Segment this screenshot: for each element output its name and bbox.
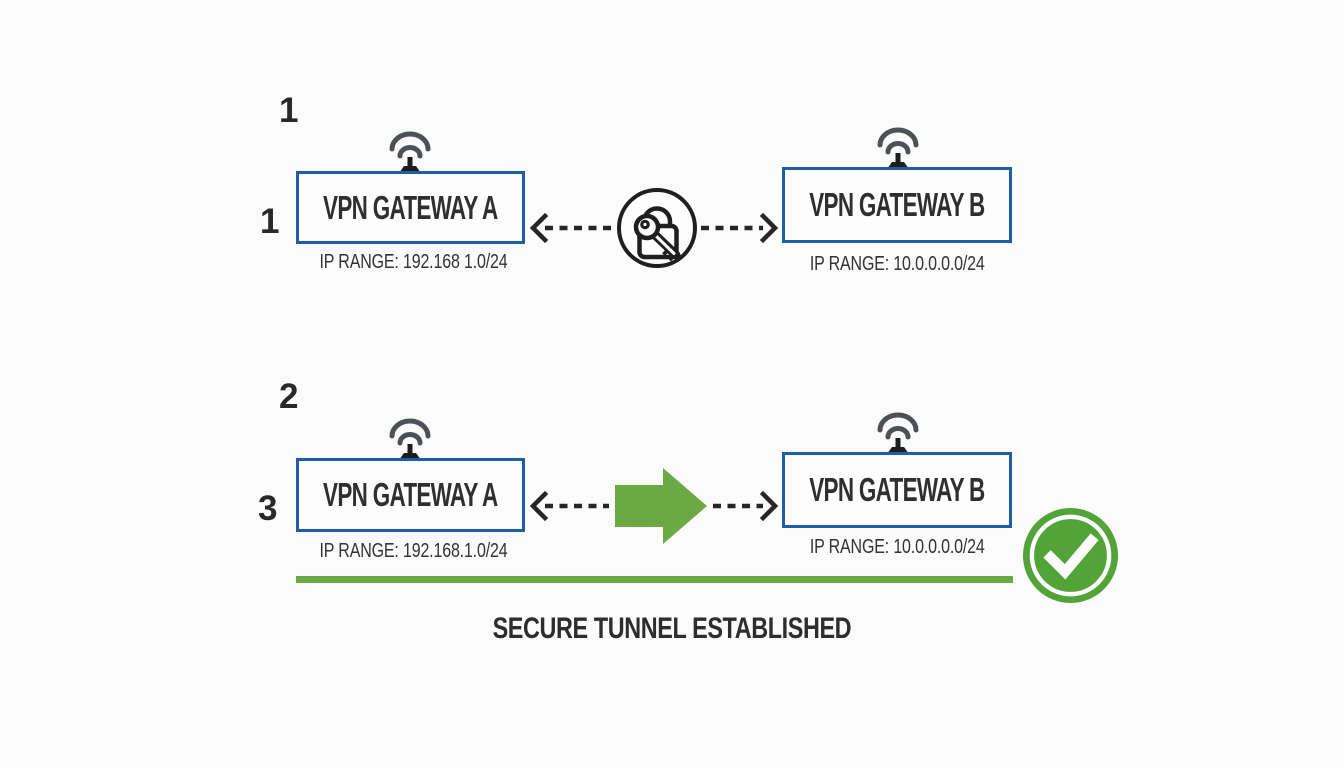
gateway-b-ip-phase2: IP RANGE: 10.0.0.0.0/24 bbox=[809, 536, 985, 558]
gateway-b-label: VPN GATEWAY B bbox=[809, 186, 985, 223]
phase1-step-number: 1 bbox=[279, 91, 299, 130]
key-lock-icon bbox=[617, 188, 697, 268]
gateway-a-ip-phase2: IP RANGE: 192.168.1.0/24 bbox=[319, 540, 508, 562]
wifi-icon bbox=[389, 131, 431, 173]
phase1-row-number: 1 bbox=[260, 202, 280, 241]
gateway-a-ip-phase1: IP RANGE: 192.168 1.0/24 bbox=[319, 251, 508, 273]
gateway-b-box-phase2: VPN GATEWAY B bbox=[782, 452, 1012, 528]
green-arrow-icon bbox=[615, 468, 707, 544]
secure-tunnel-line bbox=[296, 576, 1013, 583]
right-arrowhead-icon bbox=[759, 490, 779, 522]
phase2-connector bbox=[529, 468, 779, 544]
right-arrowhead-icon bbox=[759, 212, 779, 244]
wifi-icon bbox=[877, 127, 919, 169]
gateway-a-label: VPN GATEWAY A bbox=[323, 476, 498, 513]
wifi-icon bbox=[877, 412, 919, 454]
gateway-b-ip-phase1: IP RANGE: 10.0.0.0.0/24 bbox=[809, 253, 985, 275]
gateway-b-label: VPN GATEWAY B bbox=[809, 471, 985, 508]
gateway-a-box-phase1: VPN GATEWAY A bbox=[296, 171, 525, 244]
gateway-b-box-phase1: VPN GATEWAY B bbox=[782, 167, 1012, 243]
secure-tunnel-caption: SECURE TUNNEL ESTABLISHED bbox=[492, 612, 852, 645]
phase1-connector bbox=[529, 188, 779, 268]
check-badge-icon bbox=[1022, 507, 1119, 604]
phase2-row-number: 3 bbox=[258, 489, 278, 528]
phase2-step-number: 2 bbox=[279, 377, 299, 416]
gateway-a-box-phase2: VPN GATEWAY A bbox=[296, 458, 525, 532]
left-arrowhead-icon bbox=[529, 490, 549, 522]
gateway-a-label: VPN GATEWAY A bbox=[323, 188, 498, 226]
left-arrowhead-icon bbox=[529, 212, 549, 244]
wifi-icon bbox=[389, 418, 431, 460]
